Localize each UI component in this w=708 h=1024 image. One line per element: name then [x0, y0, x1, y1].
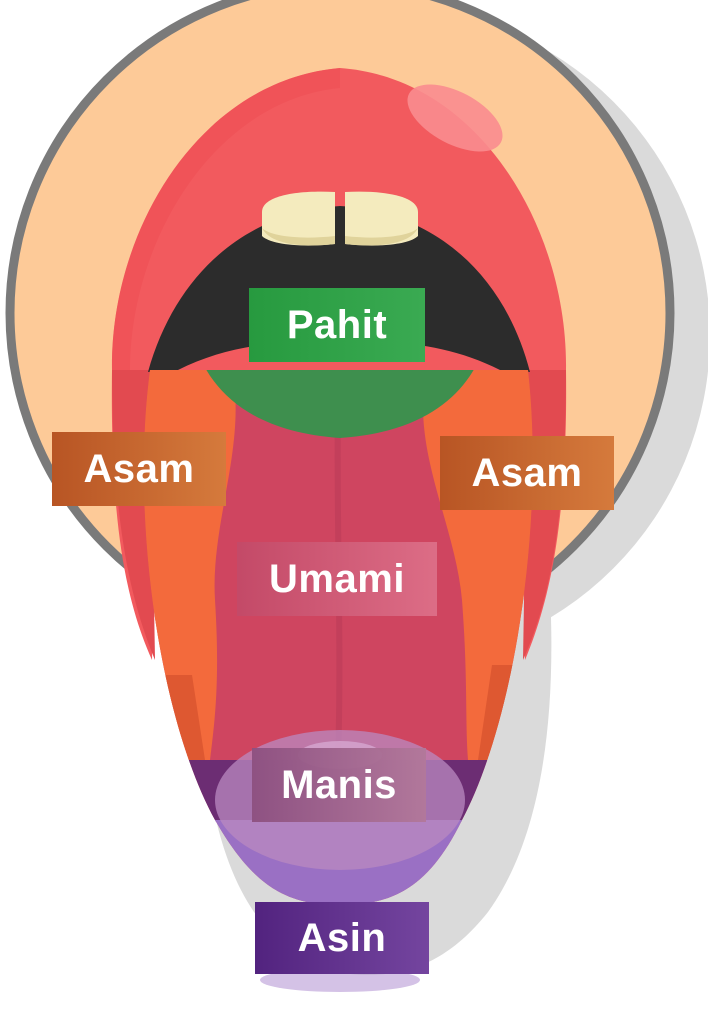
- lips: [111, 68, 567, 660]
- manis-label: Manis: [281, 762, 397, 807]
- asam-right-label-box: [440, 436, 614, 510]
- asin-label-box: [255, 902, 429, 974]
- pahit-label-box: [249, 288, 425, 362]
- lip-highlight: [407, 84, 503, 152]
- pahit-label: Pahit: [286, 302, 388, 347]
- manis-label-box: [252, 748, 426, 822]
- asam-left-label-box: [52, 432, 226, 506]
- asin-label: Asin: [297, 915, 387, 960]
- umami-label-box: [237, 542, 437, 616]
- teeth: [262, 191, 418, 246]
- asam-right-label: Asam: [471, 450, 583, 495]
- asam-left-label: Asam: [83, 446, 195, 491]
- umami-label: Umami: [269, 556, 405, 601]
- bitter-zone: [195, 370, 485, 438]
